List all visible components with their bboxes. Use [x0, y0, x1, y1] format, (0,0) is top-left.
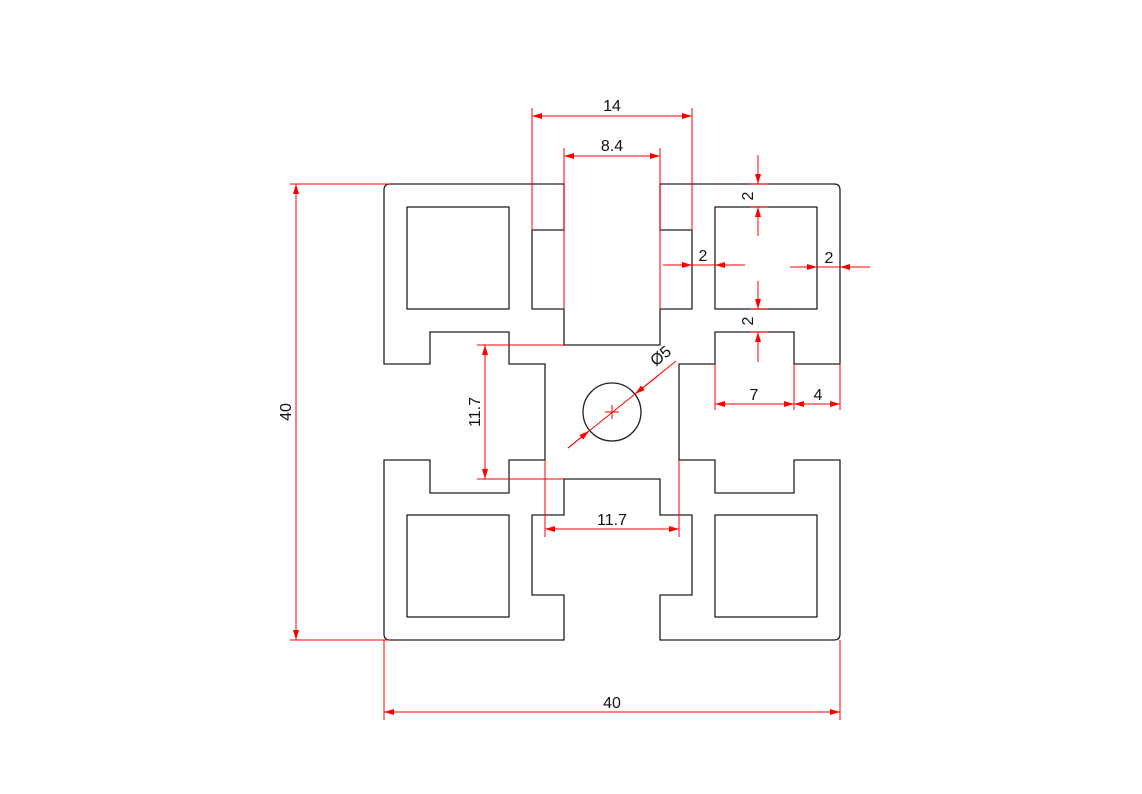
- hollow-top-left: [406, 206, 510, 310]
- dim-label: 2: [825, 250, 834, 267]
- dim-slot-outer-width: 14: [531, 98, 693, 230]
- dim-label: 7: [750, 387, 759, 404]
- dim-overall-height: 40: [278, 183, 390, 641]
- hollow-bottom-left: [406, 514, 510, 618]
- dim-label: 8.4: [601, 138, 623, 155]
- dim-label: 4: [814, 387, 823, 404]
- dim-overall-width: 40: [383, 640, 841, 720]
- dim-slot-opening: 8.4: [563, 138, 661, 309]
- dim-core-height: 11.7: [467, 344, 564, 480]
- center-hole: [582, 382, 642, 442]
- dim-notch: 7 4: [714, 364, 841, 410]
- dim-wall-inner: 2: [663, 248, 745, 268]
- dim-core-width: 11.7: [544, 460, 680, 537]
- dim-label: 11.7: [597, 512, 627, 529]
- hollow-bottom-right: [714, 514, 818, 618]
- dim-label: 40: [603, 695, 621, 712]
- dim-label: 2: [740, 316, 757, 325]
- dim-wall-slot: 2: [740, 281, 768, 362]
- dim-label: 11.7: [467, 397, 484, 427]
- dim-label: 40: [278, 403, 295, 421]
- dim-wall-right: 2: [790, 250, 870, 270]
- hollow-top-right: [714, 206, 818, 310]
- dim-hole-diameter: Ø5: [567, 343, 677, 449]
- dim-wall-top: 2: [740, 155, 768, 236]
- dim-label: 2: [699, 248, 708, 265]
- dim-label: 2: [740, 191, 757, 200]
- dim-label: 14: [603, 98, 621, 115]
- profile-outline: [383, 183, 841, 641]
